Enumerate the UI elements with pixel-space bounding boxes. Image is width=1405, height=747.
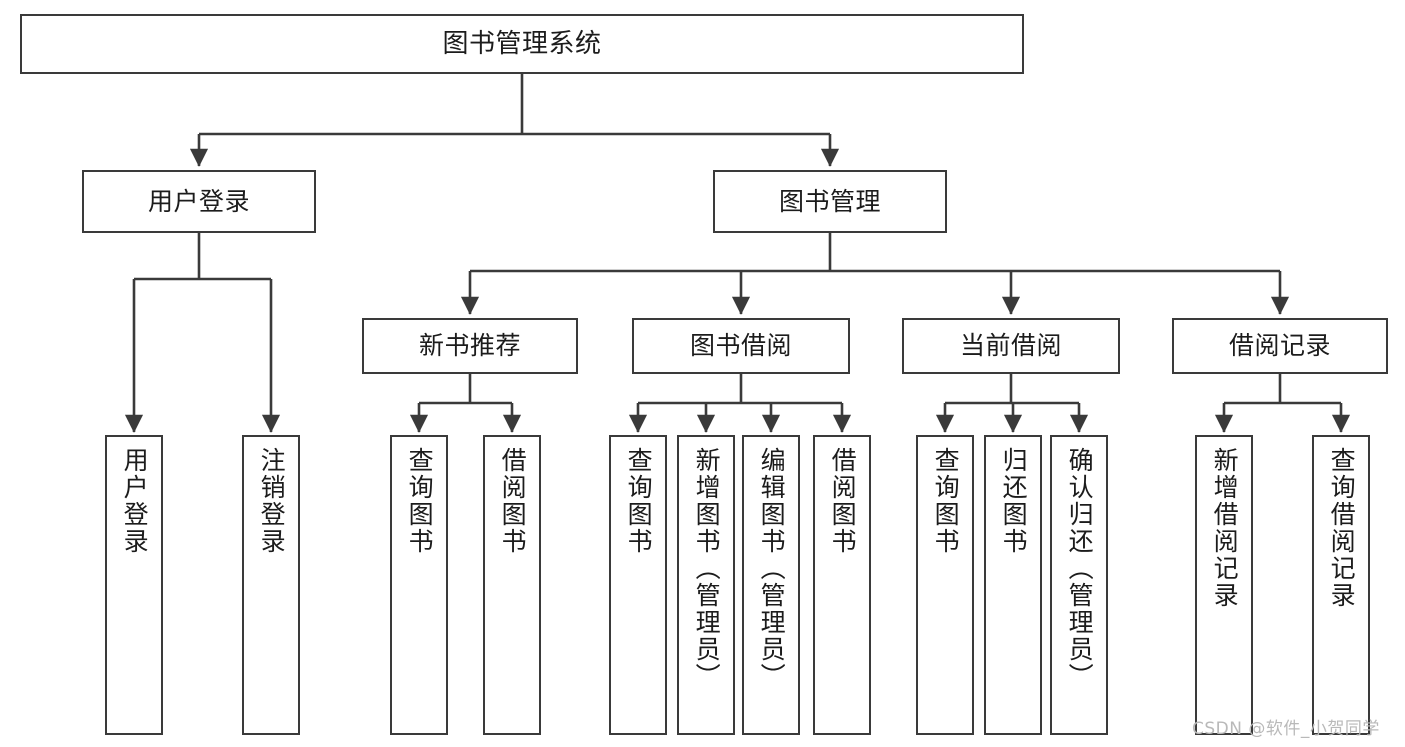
node-new-book-rec[interactable]: 新书推荐: [362, 318, 578, 374]
node-leaf-add-record-label: 新增借阅记录: [1210, 447, 1240, 609]
node-root-label: 图书管理系统: [442, 28, 602, 59]
node-leaf-edit-book[interactable]: 编辑图书（管理员）: [742, 435, 800, 735]
node-borrow-record[interactable]: 借阅记录: [1172, 318, 1388, 374]
node-leaf-query-book-1[interactable]: 查询图书: [390, 435, 448, 735]
node-leaf-query-book-3-label: 查询图书: [931, 447, 961, 555]
node-new-book-rec-label: 新书推荐: [418, 331, 521, 361]
node-leaf-logout-label: 注销登录: [257, 447, 287, 555]
node-leaf-add-book[interactable]: 新增图书（管理员）: [677, 435, 735, 735]
node-book-borrow-label: 图书借阅: [689, 331, 792, 361]
node-book-manage[interactable]: 图书管理: [713, 170, 947, 233]
node-leaf-logout[interactable]: 注销登录: [242, 435, 300, 735]
node-leaf-borrow-book-2-label: 借阅图书: [828, 447, 858, 555]
node-leaf-confirm-return-label: 确认归还（管理员）: [1065, 447, 1095, 690]
node-leaf-query-book-2-label: 查询图书: [624, 447, 654, 555]
node-leaf-user-login[interactable]: 用户登录: [105, 435, 163, 735]
node-leaf-borrow-book-1-label: 借阅图书: [498, 447, 528, 555]
node-leaf-return-book-label: 归还图书: [999, 447, 1029, 555]
node-leaf-borrow-book-1[interactable]: 借阅图书: [483, 435, 541, 735]
node-leaf-borrow-book-2[interactable]: 借阅图书: [813, 435, 871, 735]
node-leaf-edit-book-label: 编辑图书（管理员）: [757, 447, 787, 690]
node-leaf-query-book-2[interactable]: 查询图书: [609, 435, 667, 735]
csdn-watermark: CSDN @软件_小贺同学: [1192, 719, 1380, 739]
node-borrow-record-label: 借阅记录: [1228, 331, 1331, 361]
node-book-borrow[interactable]: 图书借阅: [632, 318, 850, 374]
node-current-borrow[interactable]: 当前借阅: [902, 318, 1120, 374]
node-current-borrow-label: 当前借阅: [959, 331, 1062, 361]
node-leaf-query-record[interactable]: 查询借阅记录: [1312, 435, 1370, 735]
node-leaf-query-book-1-label: 查询图书: [405, 447, 435, 555]
node-leaf-confirm-return[interactable]: 确认归还（管理员）: [1050, 435, 1108, 735]
node-leaf-add-record[interactable]: 新增借阅记录: [1195, 435, 1253, 735]
node-book-manage-label: 图书管理: [778, 186, 881, 216]
node-leaf-user-login-label: 用户登录: [120, 447, 150, 555]
node-leaf-add-book-label: 新增图书（管理员）: [692, 447, 722, 690]
node-user-login-label: 用户登录: [147, 186, 250, 216]
node-user-login[interactable]: 用户登录: [82, 170, 316, 233]
node-leaf-query-book-3[interactable]: 查询图书: [916, 435, 974, 735]
node-root[interactable]: 图书管理系统: [20, 14, 1024, 74]
node-leaf-return-book[interactable]: 归还图书: [984, 435, 1042, 735]
node-leaf-query-record-label: 查询借阅记录: [1327, 447, 1357, 609]
